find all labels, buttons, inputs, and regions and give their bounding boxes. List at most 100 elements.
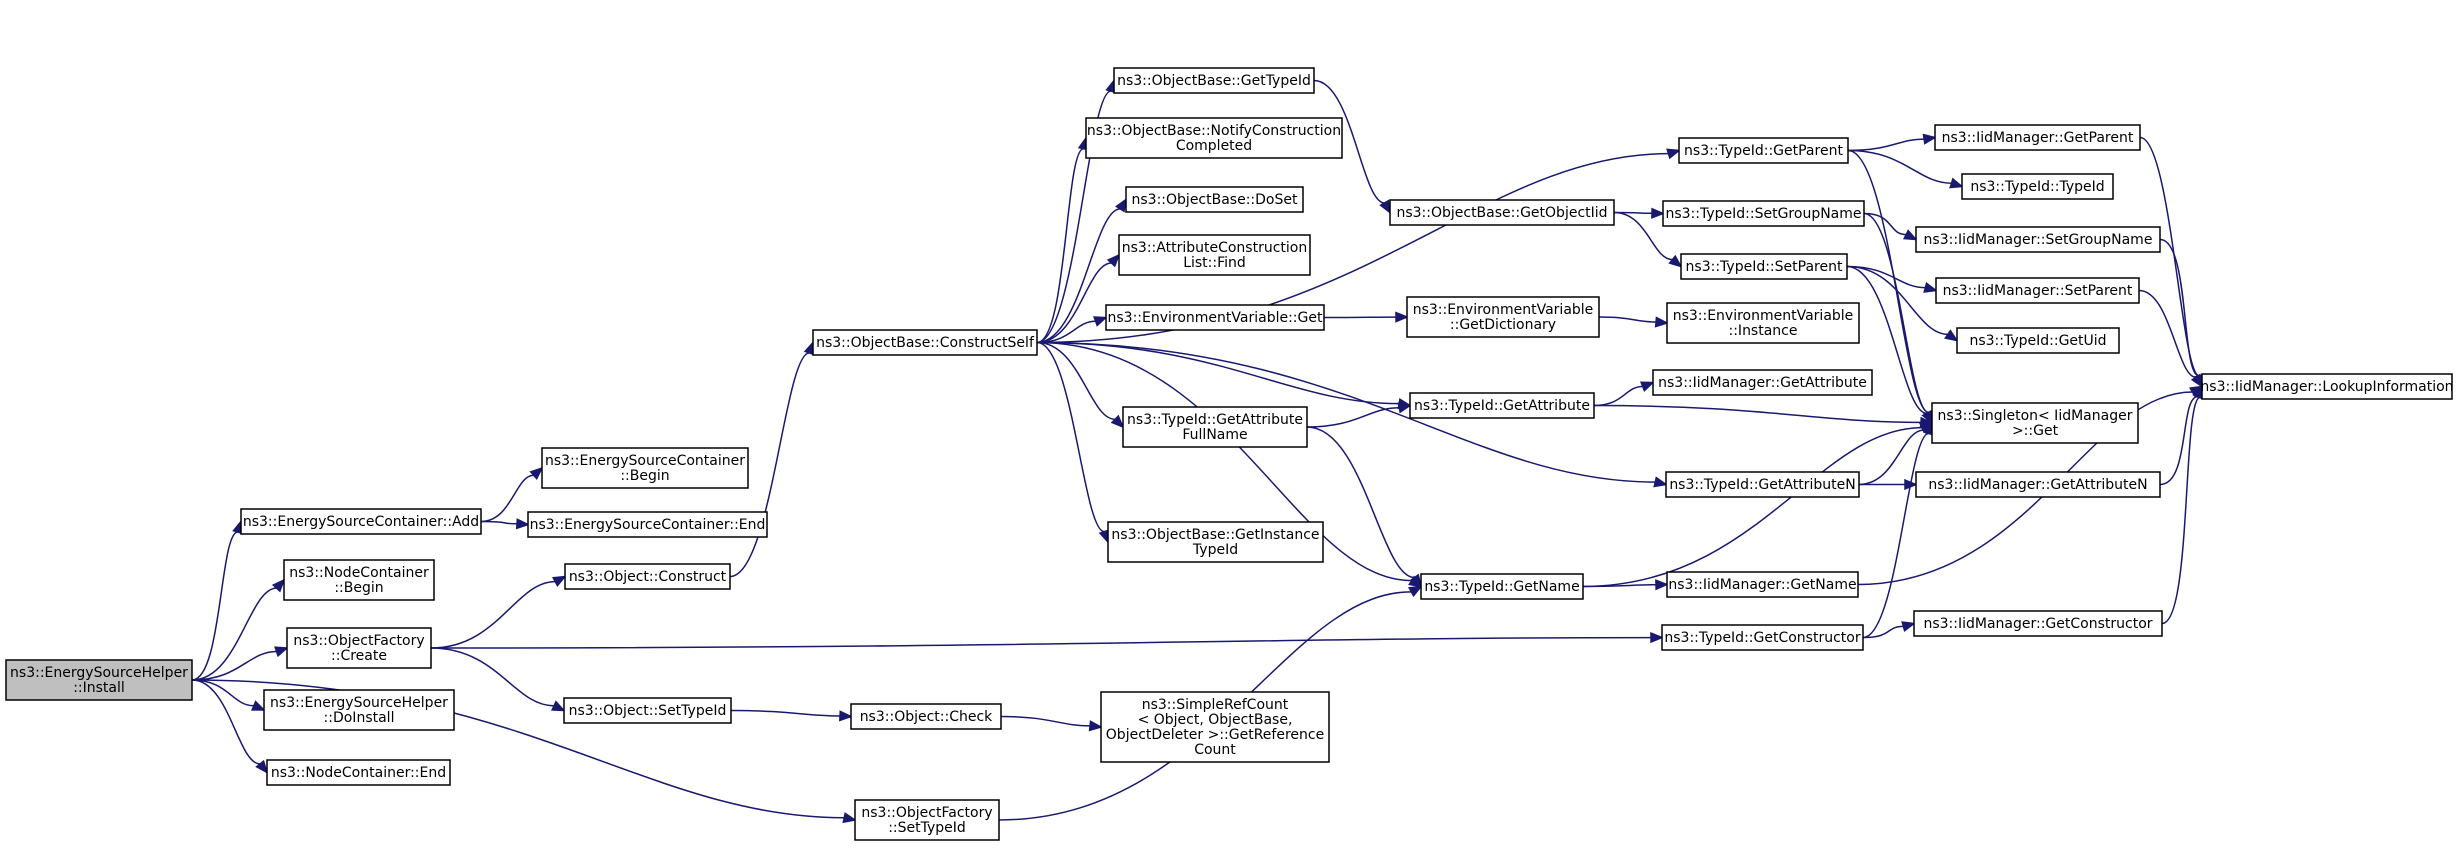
- node-esc-begin[interactable]: ns3::EnergySourceContainer::Begin: [541, 447, 749, 489]
- node-singleton-get[interactable]: ns3::Singleton< IidManager >::Get: [1931, 402, 2139, 444]
- node-src-getref[interactable]: ns3::SimpleRefCount< Object, ObjectBase,…: [1100, 691, 1330, 763]
- arrow-head-icon: [551, 575, 567, 587]
- node-box: [286, 627, 432, 669]
- node-iid-setgroupname[interactable]: ns3::IidManager::SetGroupName: [1915, 226, 2161, 253]
- node-box: [1661, 624, 1864, 651]
- node-obj-construct[interactable]: ns3::Object::Construct: [564, 563, 731, 590]
- edge-ev_get-to-ev_getdict: [1323, 311, 1409, 323]
- node-tid-getuid[interactable]: ns3::TypeId::GetUid: [1956, 327, 2120, 354]
- node-label: ns3::TypeId::GetParent: [1684, 143, 1843, 159]
- node-box: [1915, 471, 2161, 498]
- node-box: [1956, 327, 2120, 354]
- edge-ob_getobjectiid-to-tid_setparent: [1613, 211, 1683, 268]
- node-iid-getname[interactable]: ns3::IidManager::GetName: [1666, 571, 1859, 598]
- edge-line: [1036, 262, 1112, 344]
- edge-line: [480, 474, 534, 523]
- edge-ob_constructself-to-ev_get: [1036, 316, 1108, 344]
- edge-line: [430, 580, 556, 649]
- edge-line: [1036, 341, 1412, 582]
- edge-line: [1593, 385, 1643, 407]
- node-box: [2201, 373, 2453, 400]
- node-tid-setgroupname[interactable]: ns3::TypeId::SetGroupName: [1662, 200, 1865, 227]
- node-ob-getobjectiid[interactable]: ns3::ObjectBase::GetObjectIid: [1389, 199, 1615, 226]
- node-tid-typeid[interactable]: ns3::TypeId::TypeId: [1961, 173, 2114, 200]
- node-tid-getattributen[interactable]: ns3::TypeId::GetAttributeN: [1665, 471, 1860, 498]
- edge-line: [1613, 211, 1673, 261]
- node-label: ns3::ObjectBase::ConstructSelf: [816, 335, 1035, 351]
- node-install[interactable]: ns3::EnergySourceHelper::Install: [5, 659, 193, 701]
- edge-install-to-esc_add: [191, 519, 243, 681]
- edge-line: [1313, 79, 1385, 204]
- node-box: [1678, 137, 1849, 164]
- edge-install-to-of_settypeid: [191, 679, 857, 824]
- node-tid-getattribute[interactable]: ns3::TypeId::GetAttribute: [1409, 392, 1595, 419]
- node-label: ns3::EnvironmentVariable: [1413, 302, 1594, 318]
- edge-iid_getconstructor-to-iid_lookup: [2161, 384, 2206, 625]
- node-iid-getattributen[interactable]: ns3::IidManager::GetAttributeN: [1915, 471, 2161, 498]
- edge-ev_getdict-to-ev_instance: [1598, 316, 1669, 328]
- edge-install-to-of_create: [191, 646, 289, 681]
- node-tid-getparent[interactable]: ns3::TypeId::GetParent: [1678, 137, 1849, 164]
- node-label: ns3::IidManager::GetAttributeN: [1928, 477, 2147, 493]
- node-iid-getconstructor[interactable]: ns3::IidManager::GetConstructor: [1913, 610, 2163, 637]
- arrow-head-icon: [1409, 573, 1423, 589]
- node-of-create[interactable]: ns3::ObjectFactory::Create: [286, 627, 432, 669]
- node-tid-getconstructor[interactable]: ns3::TypeId::GetConstructor: [1661, 624, 1864, 651]
- node-of-settypeid[interactable]: ns3::ObjectFactory::SetTypeId: [854, 799, 1000, 841]
- node-nc-end[interactable]: ns3::NodeContainer::End: [266, 759, 451, 786]
- node-esc-add[interactable]: ns3::EnergySourceContainer::Add: [240, 508, 482, 535]
- node-label: ns3::Object::SetTypeId: [569, 703, 727, 719]
- edge-ob_constructself-to-tid_getparent: [1036, 148, 1681, 344]
- node-box: [1665, 471, 1860, 498]
- node-iid-getattribute[interactable]: ns3::IidManager::GetAttribute: [1652, 369, 1873, 396]
- node-ob-constructself[interactable]: ns3::ObjectBase::ConstructSelf: [812, 329, 1038, 356]
- arrow-head-icon: [529, 466, 544, 480]
- node-label: ns3::TypeId::GetUid: [1969, 333, 2106, 349]
- edge-line: [191, 679, 261, 765]
- edge-line: [1862, 625, 1904, 639]
- node-esc-end[interactable]: ns3::EnergySourceContainer::End: [527, 511, 768, 538]
- node-ev-getdict[interactable]: ns3::EnvironmentVariable::GetDictionary: [1406, 296, 1600, 338]
- node-esh-doinstall[interactable]: ns3::EnergySourceHelper::DoInstall: [263, 689, 455, 731]
- node-iid-getparent[interactable]: ns3::IidManager::GetParent: [1934, 124, 2141, 151]
- node-obj-settypeid[interactable]: ns3::Object::SetTypeId: [563, 697, 732, 724]
- function-nodes: ns3::EnergySourceHelper::Installns3::Ene…: [5, 67, 2454, 841]
- edge-line: [430, 647, 555, 707]
- node-label: ns3::ObjectBase::GetTypeId: [1117, 73, 1311, 89]
- node-box: [1118, 234, 1311, 276]
- node-ob-doset[interactable]: ns3::ObjectBase::DoSet: [1125, 186, 1304, 213]
- node-label: ns3::EnergySourceContainer::End: [530, 517, 766, 533]
- node-label: ns3::SimpleRefCount: [1142, 697, 1289, 713]
- node-iid-lookup[interactable]: ns3::IidManager::LookupInformation: [2200, 373, 2454, 400]
- node-label: ns3::TypeId::SetGroupName: [1665, 206, 1861, 222]
- node-box: [1931, 402, 2139, 444]
- edge-tid_getattributen-to-iid_getattributen: [1859, 478, 1918, 491]
- node-tid-getname[interactable]: ns3::TypeId::GetName: [1420, 573, 1584, 600]
- edge-line: [1858, 429, 1924, 486]
- edge-line: [191, 531, 239, 681]
- node-label: ns3::IidManager::GetAttribute: [1658, 375, 1867, 391]
- edge-line: [1306, 426, 1415, 579]
- node-tid-setparent[interactable]: ns3::TypeId::SetParent: [1680, 253, 1848, 280]
- node-ev-get[interactable]: ns3::EnvironmentVariable::Get: [1105, 304, 1325, 331]
- node-label: >::Get: [2012, 423, 2059, 439]
- node-nc-begin[interactable]: ns3::NodeContainer::Begin: [283, 559, 435, 601]
- node-obj-check[interactable]: ns3::Object::Check: [850, 703, 1002, 730]
- edge-line: [1863, 212, 1907, 236]
- edge-tid_getname-to-iid_getname: [1582, 579, 1669, 591]
- node-label: ns3::TypeId::GetAttributeN: [1669, 477, 1855, 493]
- node-iid-setparent[interactable]: ns3::IidManager::SetParent: [1935, 277, 2140, 304]
- node-ob-notify[interactable]: ns3::ObjectBase::NotifyConstructionCompl…: [1085, 117, 1343, 159]
- node-ob-gettypeid[interactable]: ns3::ObjectBase::GetTypeId: [1113, 67, 1315, 94]
- node-box: [263, 689, 455, 731]
- node-label: ns3::ObjectBase::GetObjectIid: [1396, 205, 1607, 221]
- node-ev-instance[interactable]: ns3::EnvironmentVariable::Instance: [1666, 302, 1860, 344]
- node-label: ns3::ObjectBase::GetInstance: [1111, 527, 1319, 543]
- arrow-head-icon: [1653, 476, 1668, 488]
- edge-ob_constructself-to-ob_gettypeid: [1036, 78, 1117, 344]
- node-box: [283, 559, 435, 601]
- node-label: ::Begin: [334, 580, 383, 596]
